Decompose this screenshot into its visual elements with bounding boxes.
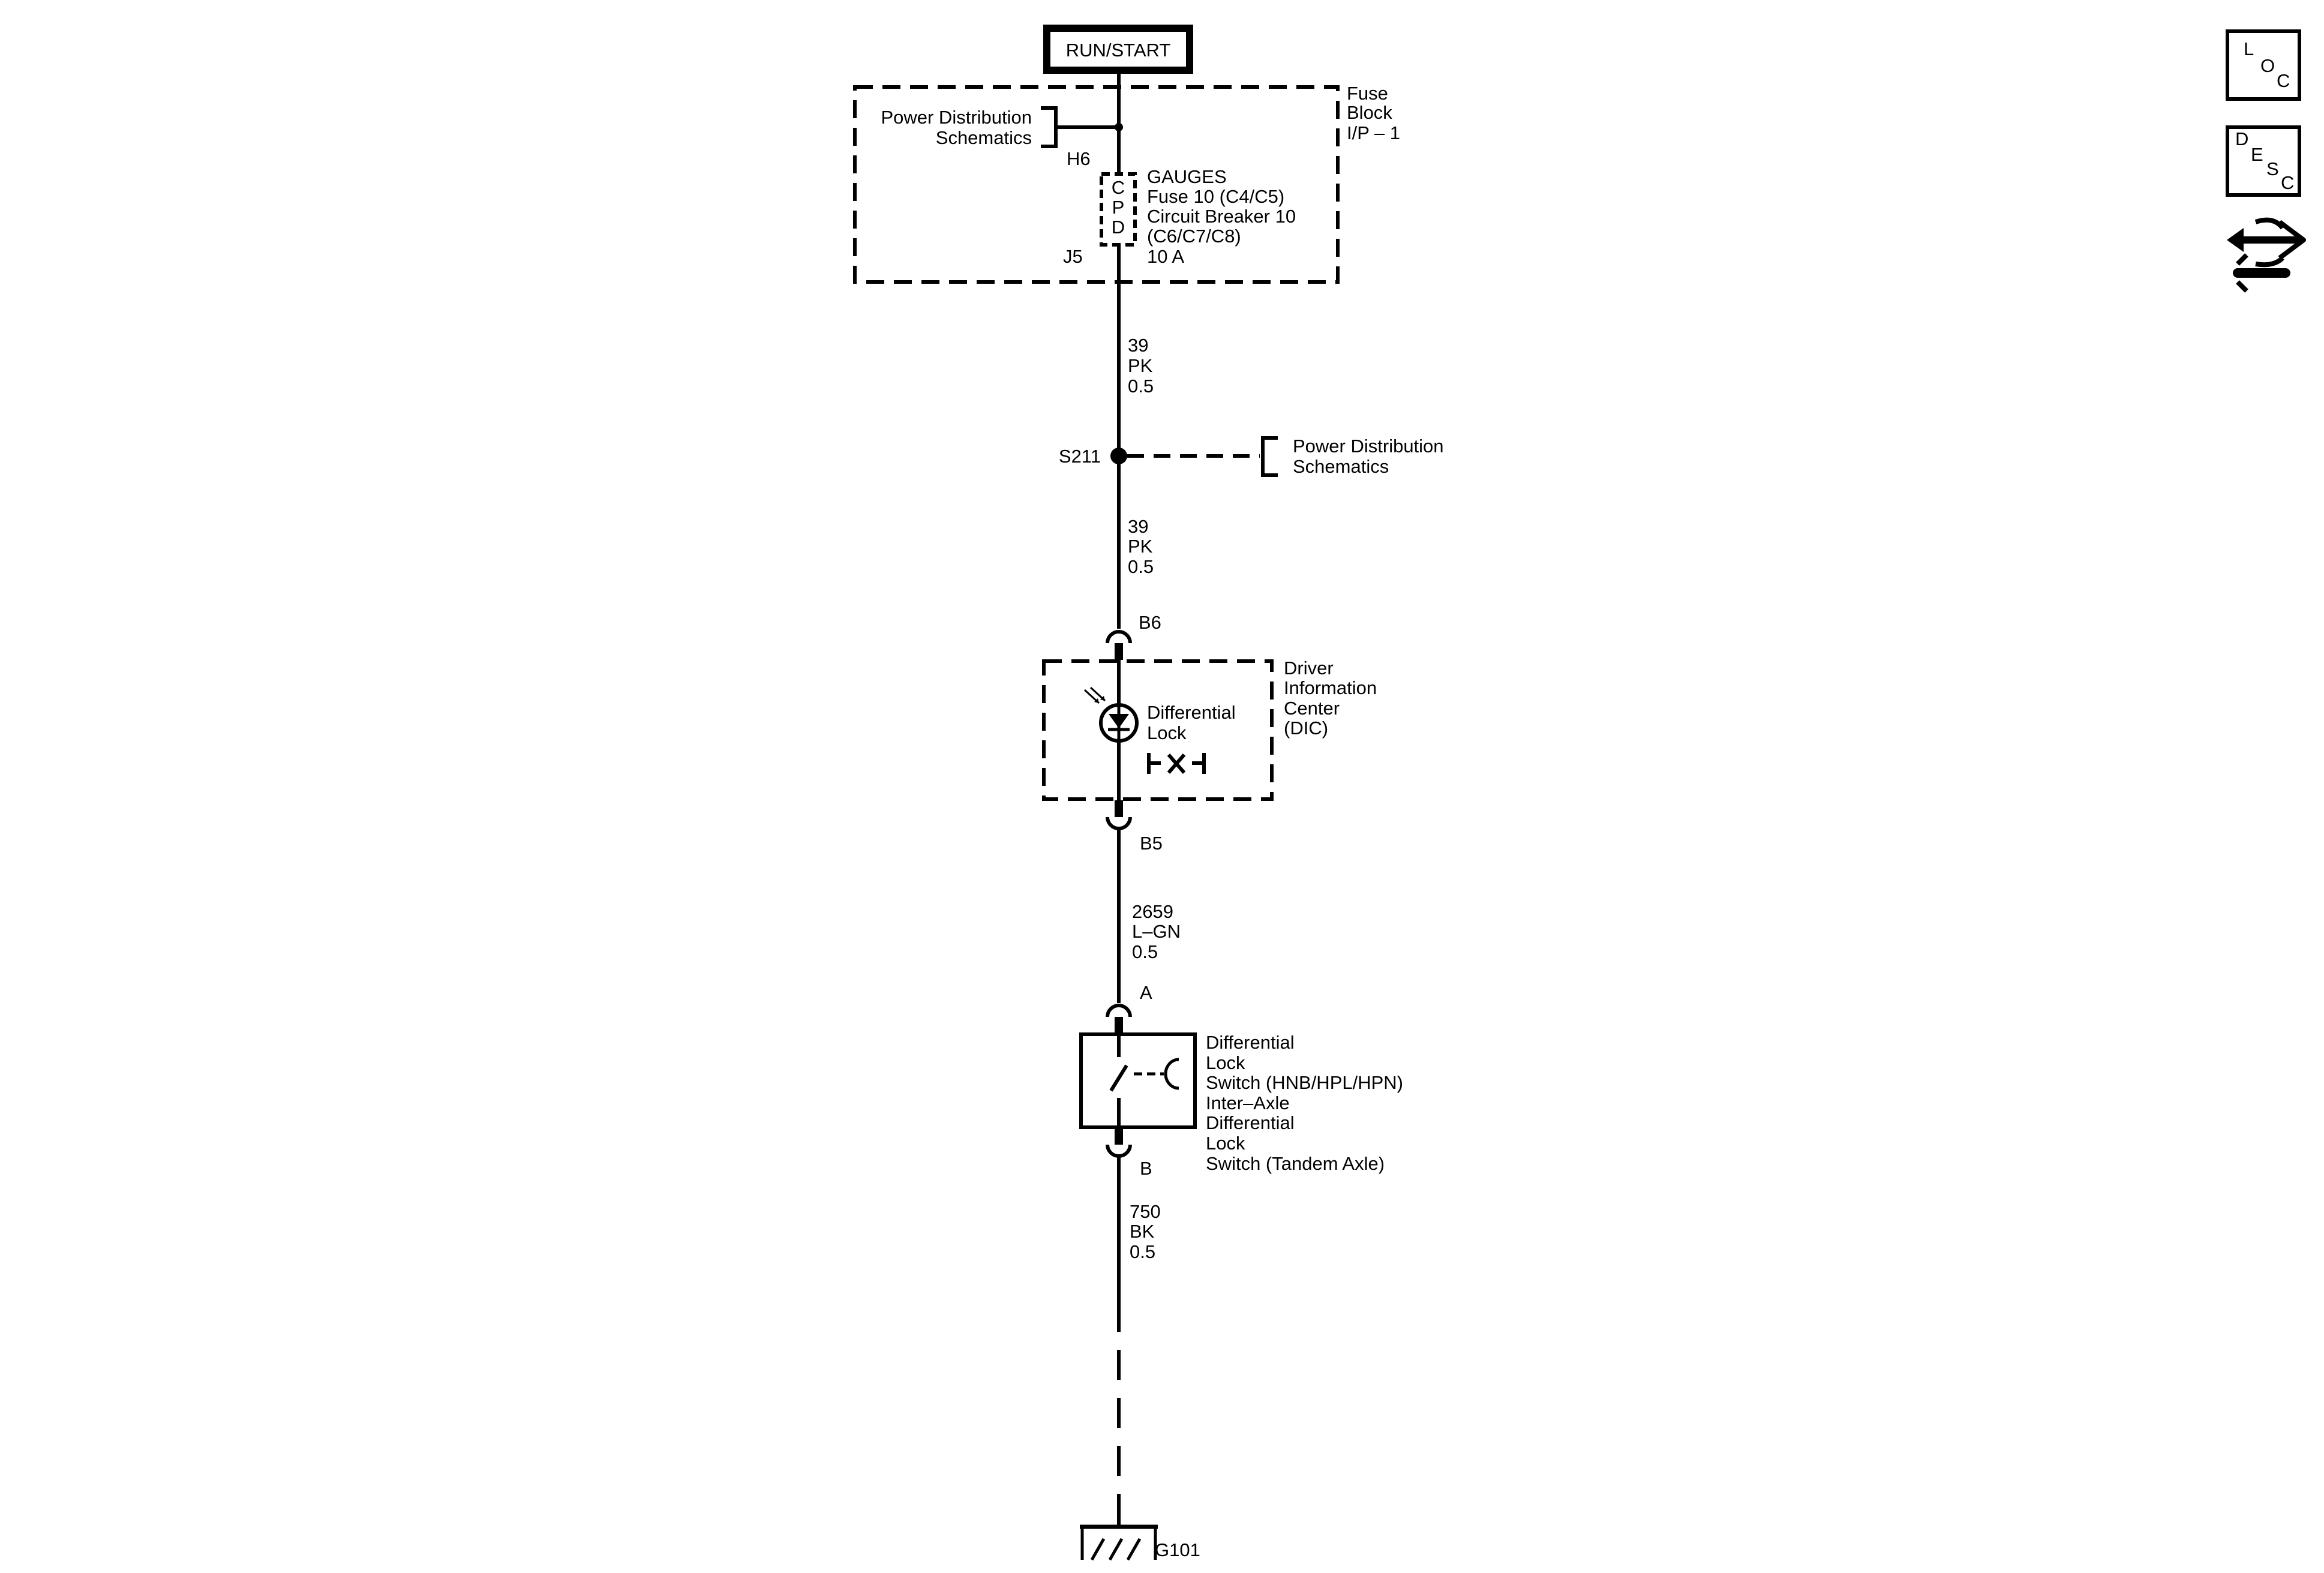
svg-text:39: 39 <box>1128 516 1148 537</box>
connector-a <box>1106 1004 1132 1034</box>
svg-text:Block: Block <box>1347 102 1392 123</box>
wire-label-1: 39 PK 0.5 <box>1128 335 1154 397</box>
svg-text:Circuit Breaker 10: Circuit Breaker 10 <box>1147 206 1296 227</box>
wire-label-2: 39 PK 0.5 <box>1128 516 1154 577</box>
svg-text:(C6/C7/C8): (C6/C7/C8) <box>1147 226 1241 247</box>
svg-text:Lock: Lock <box>1206 1133 1245 1154</box>
pin-j5: J5 <box>1063 246 1083 267</box>
svg-text:Center: Center <box>1284 698 1340 719</box>
svg-text:Schematics: Schematics <box>936 127 1032 148</box>
svg-text:Lock: Lock <box>1206 1052 1245 1073</box>
fuse-description: GAUGES Fuse 10 (C4/C5) Circuit Breaker 1… <box>1147 166 1296 267</box>
svg-text:Lock: Lock <box>1147 722 1187 743</box>
svg-text:RUN/START: RUN/START <box>1066 40 1171 61</box>
svg-text:GAUGES: GAUGES <box>1147 166 1227 187</box>
switch-box <box>1079 1032 1197 1129</box>
svg-text:0.5: 0.5 <box>1128 556 1154 577</box>
switch-label: Differential Lock Switch (HNB/HPL/HPN) I… <box>1206 1032 1403 1174</box>
splice-label: S211 <box>1059 446 1101 467</box>
pin-a: A <box>1140 982 1152 1003</box>
svg-text:0.5: 0.5 <box>1128 376 1154 397</box>
svg-text:S: S <box>2266 158 2279 179</box>
svg-text:(DIC): (DIC) <box>1284 718 1328 739</box>
svg-text:Information: Information <box>1284 677 1377 698</box>
svg-text:C: C <box>2277 70 2290 91</box>
svg-text:D: D <box>2235 128 2248 149</box>
svg-text:P: P <box>1112 197 1125 218</box>
svg-text:Switch (HNB/HPL/HPN): Switch (HNB/HPL/HPN) <box>1206 1072 1403 1093</box>
power-distribution-ref-splice[interactable]: Power Distribution Schematics <box>1261 436 1444 477</box>
svg-text:Fuse: Fuse <box>1347 83 1388 104</box>
cpd-fuse: C P D <box>1100 172 1137 247</box>
svg-text:L–GN: L–GN <box>1132 921 1181 942</box>
svg-text:Power Distribution: Power Distribution <box>881 107 1032 128</box>
pin-b: B <box>1140 1158 1152 1179</box>
svg-text:Inter–Axle: Inter–Axle <box>1206 1092 1290 1113</box>
svg-text:Fuse 10 (C4/C5): Fuse 10 (C4/C5) <box>1147 186 1284 207</box>
svg-text:PK: PK <box>1128 355 1153 376</box>
connector-b <box>1106 1128 1132 1158</box>
svg-text:E: E <box>2251 144 2263 165</box>
svg-text:C: C <box>2281 172 2294 193</box>
svg-text:L: L <box>2244 38 2254 59</box>
svg-text:PK: PK <box>1128 536 1153 557</box>
svg-text:10 A: 10 A <box>1147 246 1184 267</box>
pin-b6: B6 <box>1139 612 1161 633</box>
svg-text:0.5: 0.5 <box>1132 941 1158 962</box>
svg-text:0.5: 0.5 <box>1130 1241 1155 1262</box>
connector-b5 <box>1106 800 1132 830</box>
svg-text:C: C <box>1112 177 1125 198</box>
dic-box <box>1042 659 1274 801</box>
wire-label-4: 750 BK 0.5 <box>1130 1201 1161 1262</box>
dic-indicator-label: Differential Lock <box>1147 702 1236 743</box>
fuse-block-box <box>853 85 1340 284</box>
dic-label: Driver Information Center (DIC) <box>1284 658 1377 739</box>
desc-button[interactable]: D E S C <box>2226 125 2301 197</box>
loc-button[interactable]: L O C <box>2226 29 2301 101</box>
svg-text:Schematics: Schematics <box>1293 456 1389 477</box>
ground-icon <box>1080 1512 1158 1561</box>
fuse-block-label: Fuse Block I/P – 1 <box>1347 83 1400 143</box>
svg-text:Switch (Tandem Axle): Switch (Tandem Axle) <box>1206 1153 1385 1174</box>
component-swap-icon[interactable] <box>2227 217 2306 293</box>
diff-lock-symbol-icon <box>1147 753 1206 774</box>
svg-text:39: 39 <box>1128 335 1148 356</box>
wire-label-3: 2659 L–GN 0.5 <box>1132 901 1181 962</box>
connector-b6 <box>1106 630 1132 660</box>
svg-text:Differential: Differential <box>1147 702 1236 723</box>
power-distribution-ref-top[interactable]: Power Distribution Schematics <box>881 106 1123 148</box>
svg-text:Differential: Differential <box>1206 1032 1295 1053</box>
svg-text:2659: 2659 <box>1132 901 1173 922</box>
led-indicator-icon <box>1083 686 1139 743</box>
pin-h6: H6 <box>1067 148 1091 169</box>
pin-b5: B5 <box>1140 833 1163 854</box>
svg-text:Driver: Driver <box>1284 658 1334 679</box>
svg-text:Differential: Differential <box>1206 1112 1295 1133</box>
svg-text:BK: BK <box>1130 1221 1155 1242</box>
svg-text:Power Distribution: Power Distribution <box>1293 436 1444 457</box>
svg-text:O: O <box>2260 55 2275 76</box>
svg-text:750: 750 <box>1130 1201 1161 1222</box>
svg-text:D: D <box>1112 217 1125 238</box>
ground-label: G101 <box>1155 1539 1200 1560</box>
svg-text:I/P – 1: I/P – 1 <box>1347 122 1400 143</box>
power-source-label: RUN/START <box>1043 25 1193 74</box>
pressure-switch-icon <box>1109 1034 1179 1127</box>
